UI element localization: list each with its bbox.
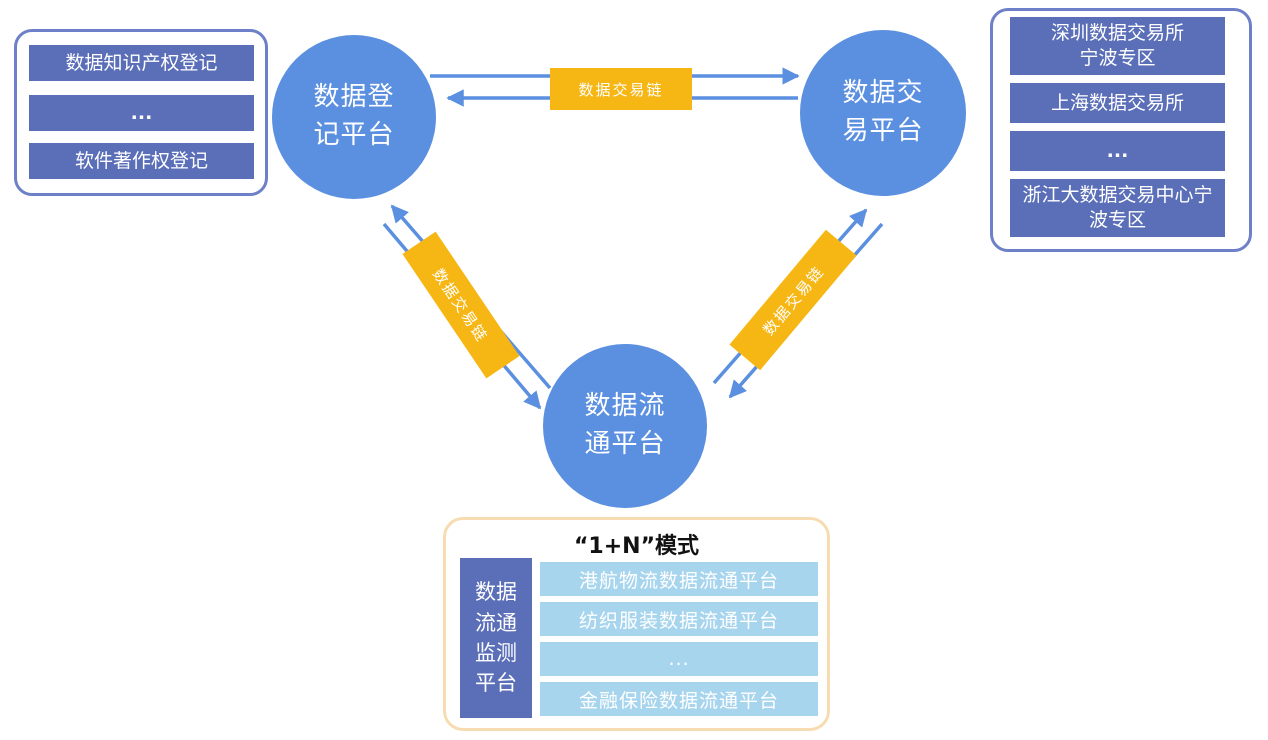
monitor-platform-label: 数据流通监测平台 bbox=[475, 580, 517, 696]
mode-title: “1+N”模式 bbox=[573, 534, 700, 559]
node-circulation: 数据流通平台 bbox=[543, 344, 707, 508]
registration-item: ... bbox=[29, 95, 254, 131]
mode-item: ... bbox=[540, 642, 818, 676]
registration-panel: 数据知识产权登记 ... 软件著作权登记 bbox=[14, 29, 268, 196]
node-circulation-label: 数据流通平台 bbox=[584, 391, 666, 459]
monitor-platform: 数据流通监测平台 bbox=[460, 558, 532, 718]
node-exchange-label: 数据交易平台 bbox=[842, 78, 924, 146]
node-exchange: 数据交易平台 bbox=[800, 30, 966, 196]
mode-panel: “1+N”模式 数据流通监测平台 港航物流数据流通平台 纺织服装数据流通平台 .… bbox=[443, 517, 830, 731]
registration-item: 数据知识产权登记 bbox=[29, 45, 254, 81]
registration-item: 软件著作权登记 bbox=[29, 143, 254, 179]
node-registration-label: 数据登记平台 bbox=[313, 82, 395, 150]
exchange-item: 浙江大数据交易中心宁波专区 bbox=[1010, 179, 1225, 237]
exchange-item: 深圳数据交易所宁波专区 bbox=[1010, 17, 1225, 75]
exchange-panel: 深圳数据交易所宁波专区 上海数据交易所 ... 浙江大数据交易中心宁波专区 bbox=[990, 8, 1252, 252]
chain-label-top: 数据交易链 bbox=[550, 68, 692, 110]
exchange-item: 上海数据交易所 bbox=[1010, 83, 1225, 123]
mode-item: 金融保险数据流通平台 bbox=[540, 682, 818, 716]
exchange-item: ... bbox=[1010, 131, 1225, 171]
mode-item: 纺织服装数据流通平台 bbox=[540, 602, 818, 636]
node-registration: 数据登记平台 bbox=[272, 35, 436, 199]
mode-item: 港航物流数据流通平台 bbox=[540, 562, 818, 596]
